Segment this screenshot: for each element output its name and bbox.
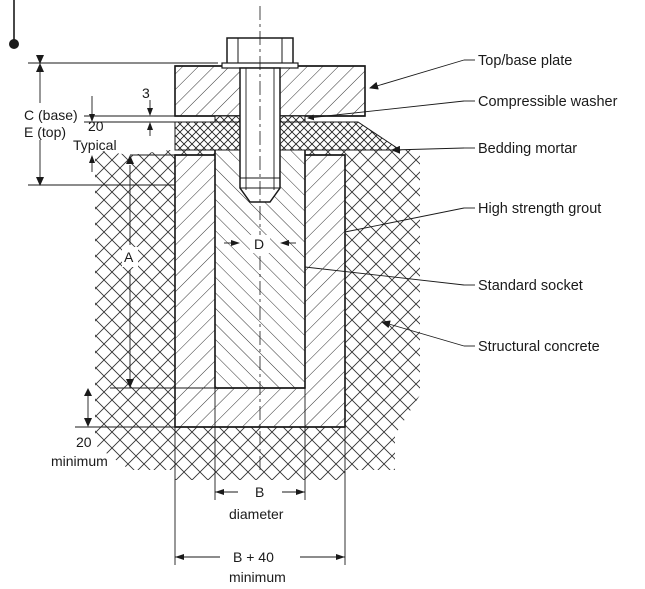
label-structural-concrete: Structural concrete bbox=[478, 339, 600, 355]
dim-a-bottom-arrow bbox=[126, 379, 134, 388]
label-bedding-mortar: Bedding mortar bbox=[478, 141, 577, 157]
standard-socket bbox=[214, 121, 306, 389]
label-typical: Typical bbox=[73, 137, 117, 153]
bedding-mortar bbox=[174, 121, 402, 151]
label-high-strength-grout: High strength grout bbox=[478, 201, 601, 217]
label-c-base: C (base) bbox=[24, 107, 78, 123]
label-minimum-width: minimum bbox=[229, 569, 286, 585]
label-compressible-washer: Compressible washer bbox=[478, 94, 618, 110]
label-20-bottom: 20 bbox=[76, 434, 92, 450]
label-a: A bbox=[124, 249, 134, 265]
label-b-plus-40: B + 40 bbox=[233, 549, 274, 565]
label-standard-socket: Standard socket bbox=[478, 278, 583, 294]
label-b: B bbox=[255, 484, 264, 500]
label-top-base-plate: Top/base plate bbox=[478, 53, 572, 69]
label-minimum-bottom: minimum bbox=[51, 453, 108, 469]
label-diameter: diameter bbox=[229, 506, 284, 522]
leader-lines bbox=[304, 59, 475, 347]
corner-marker bbox=[9, 0, 19, 49]
label-3: 3 bbox=[142, 85, 150, 101]
dim-a-top-arrow bbox=[126, 155, 134, 164]
label-e-top: E (top) bbox=[24, 124, 66, 140]
label-d: D bbox=[254, 236, 264, 252]
extension-lines bbox=[28, 62, 346, 565]
dim-c-top-arrow bbox=[36, 63, 44, 72]
label-20-top: 20 bbox=[88, 118, 104, 134]
